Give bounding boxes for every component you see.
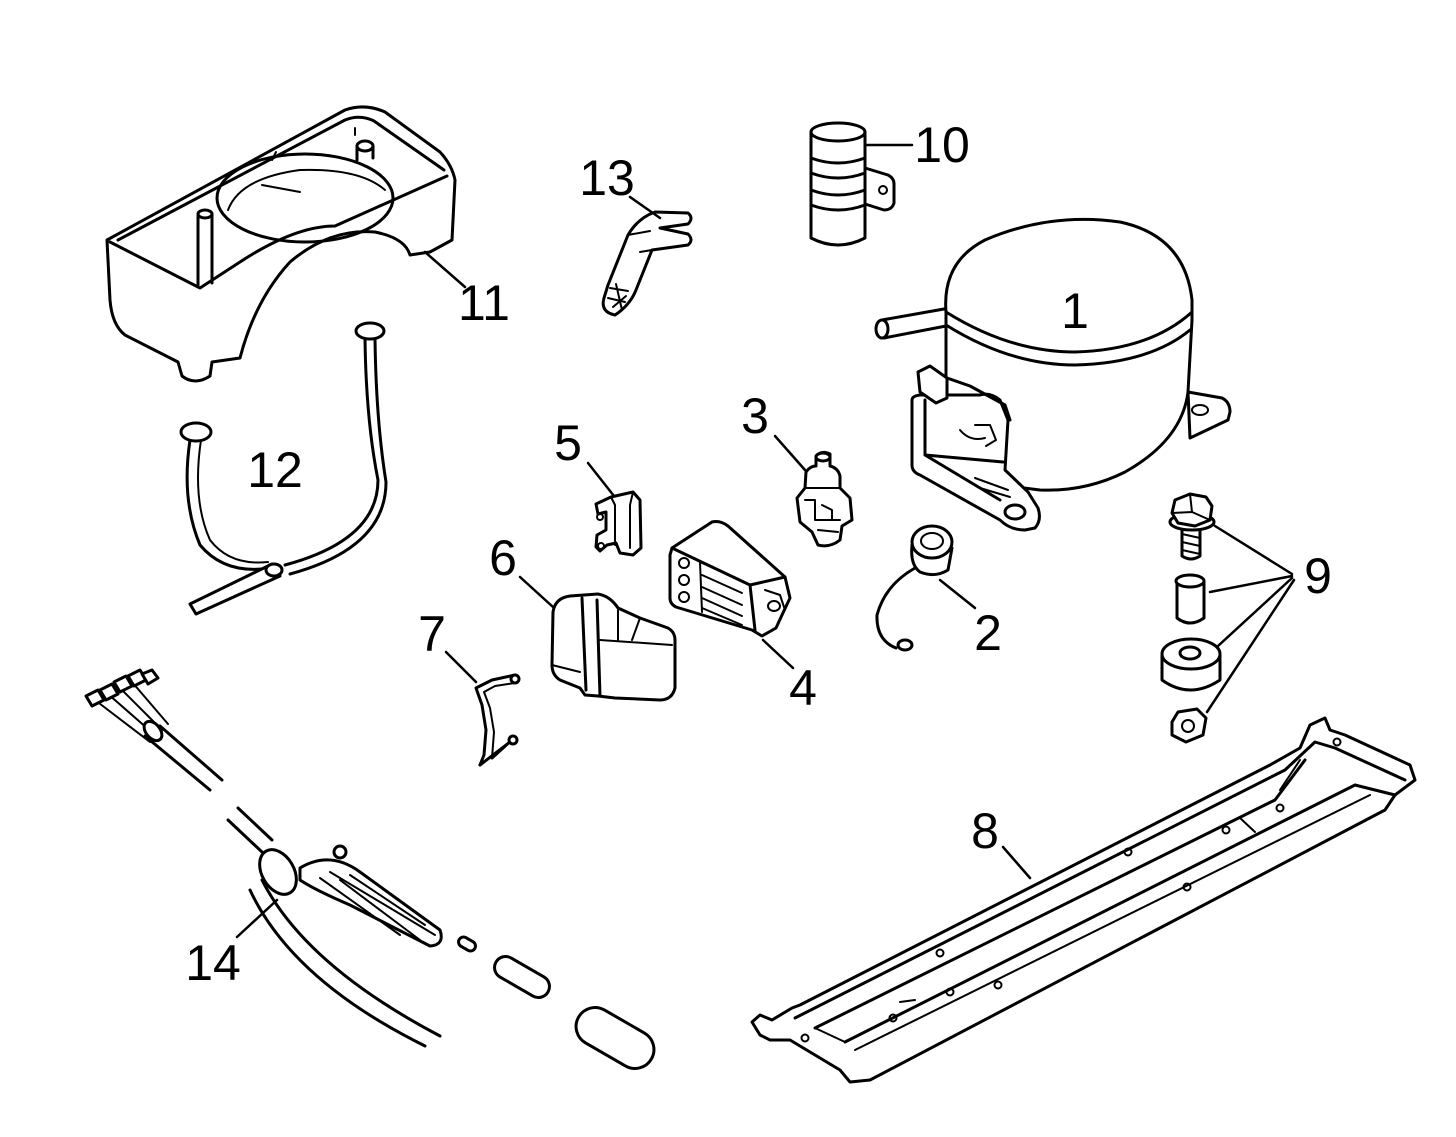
leader-line-9c (1216, 576, 1294, 648)
leader-line-7 (444, 650, 478, 684)
callout-6: 6 (489, 530, 517, 586)
leader-line-2 (938, 578, 977, 610)
part-4-terminal-box (668, 520, 795, 670)
leader-line-4 (761, 638, 795, 670)
callout-13: 13 (579, 150, 635, 206)
leader-line-13 (628, 195, 662, 220)
callout-4: 4 (789, 660, 817, 716)
part-6-cover (518, 575, 677, 702)
part-5-clip (586, 461, 643, 557)
part-1-compressor (874, 217, 1232, 532)
part-3-relay (773, 434, 854, 548)
leader-line-3 (773, 434, 807, 472)
part-14-power-cable (84, 668, 656, 1070)
leader-line-11 (423, 250, 467, 289)
callout-3: 3 (741, 388, 769, 444)
leader-line-6 (518, 575, 555, 609)
part-2-protector (875, 524, 977, 652)
part-13-clip (601, 195, 693, 317)
leader-line-14 (235, 898, 279, 939)
callout-11: 11 (458, 275, 510, 331)
callout-8: 8 (971, 803, 999, 859)
leader-line-9d (1205, 578, 1296, 714)
callout-10: 10 (914, 117, 970, 173)
leader-line-8 (1001, 845, 1032, 880)
part-12-sensor-wire (179, 321, 388, 616)
leader-line-9a (1213, 524, 1294, 576)
callout-9: 9 (1304, 548, 1332, 604)
part-11-tray (105, 105, 467, 383)
callout-7: 7 (418, 606, 446, 662)
callout-1: 1 (1061, 283, 1089, 339)
leader-line-9b (1208, 574, 1294, 594)
callout-5: 5 (554, 415, 582, 471)
callout-labels: 1 2 3 4 5 6 7 8 9 10 11 12 13 14 (185, 117, 1332, 991)
callout-12: 12 (247, 442, 303, 498)
part-8-base-rail (750, 716, 1417, 1084)
part-10-capacitor (809, 121, 914, 247)
callout-2: 2 (974, 605, 1002, 661)
part-7-wire-clip (444, 650, 521, 767)
leader-line-5 (586, 461, 616, 498)
part-9-mounting-hardware (1160, 492, 1296, 744)
callout-14: 14 (185, 935, 241, 991)
